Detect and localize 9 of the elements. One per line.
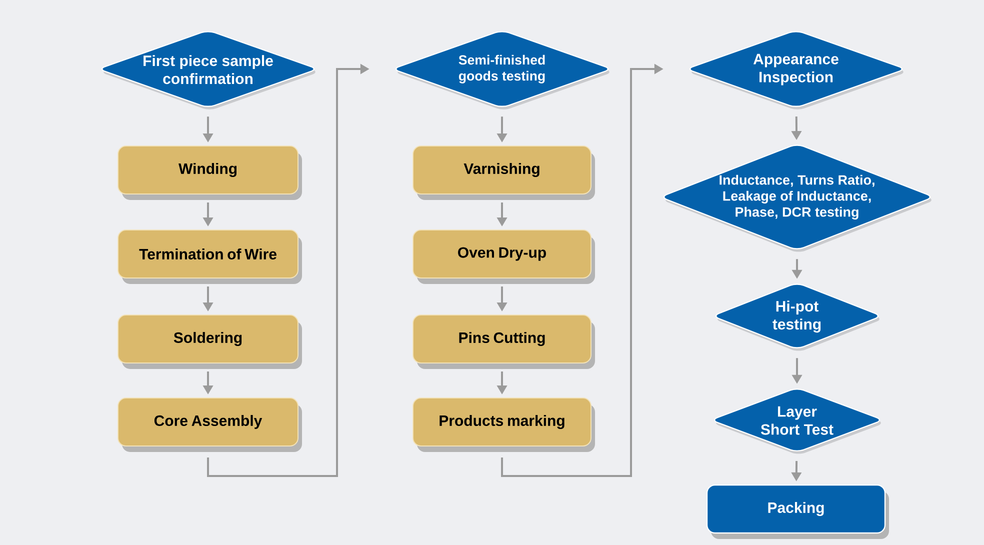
process-box: Termination of Wire (118, 230, 302, 284)
process-box: Products marking (412, 398, 595, 452)
process-box: Packing (706, 484, 889, 539)
process-box: Soldering (118, 314, 302, 369)
process-box: Oven Dry-up (412, 230, 595, 284)
process-box: Varnishing (412, 146, 595, 200)
process-box: Pins Cutting (412, 314, 595, 369)
process-box: Winding (118, 146, 302, 200)
process-box: Core Assembly (118, 398, 302, 452)
